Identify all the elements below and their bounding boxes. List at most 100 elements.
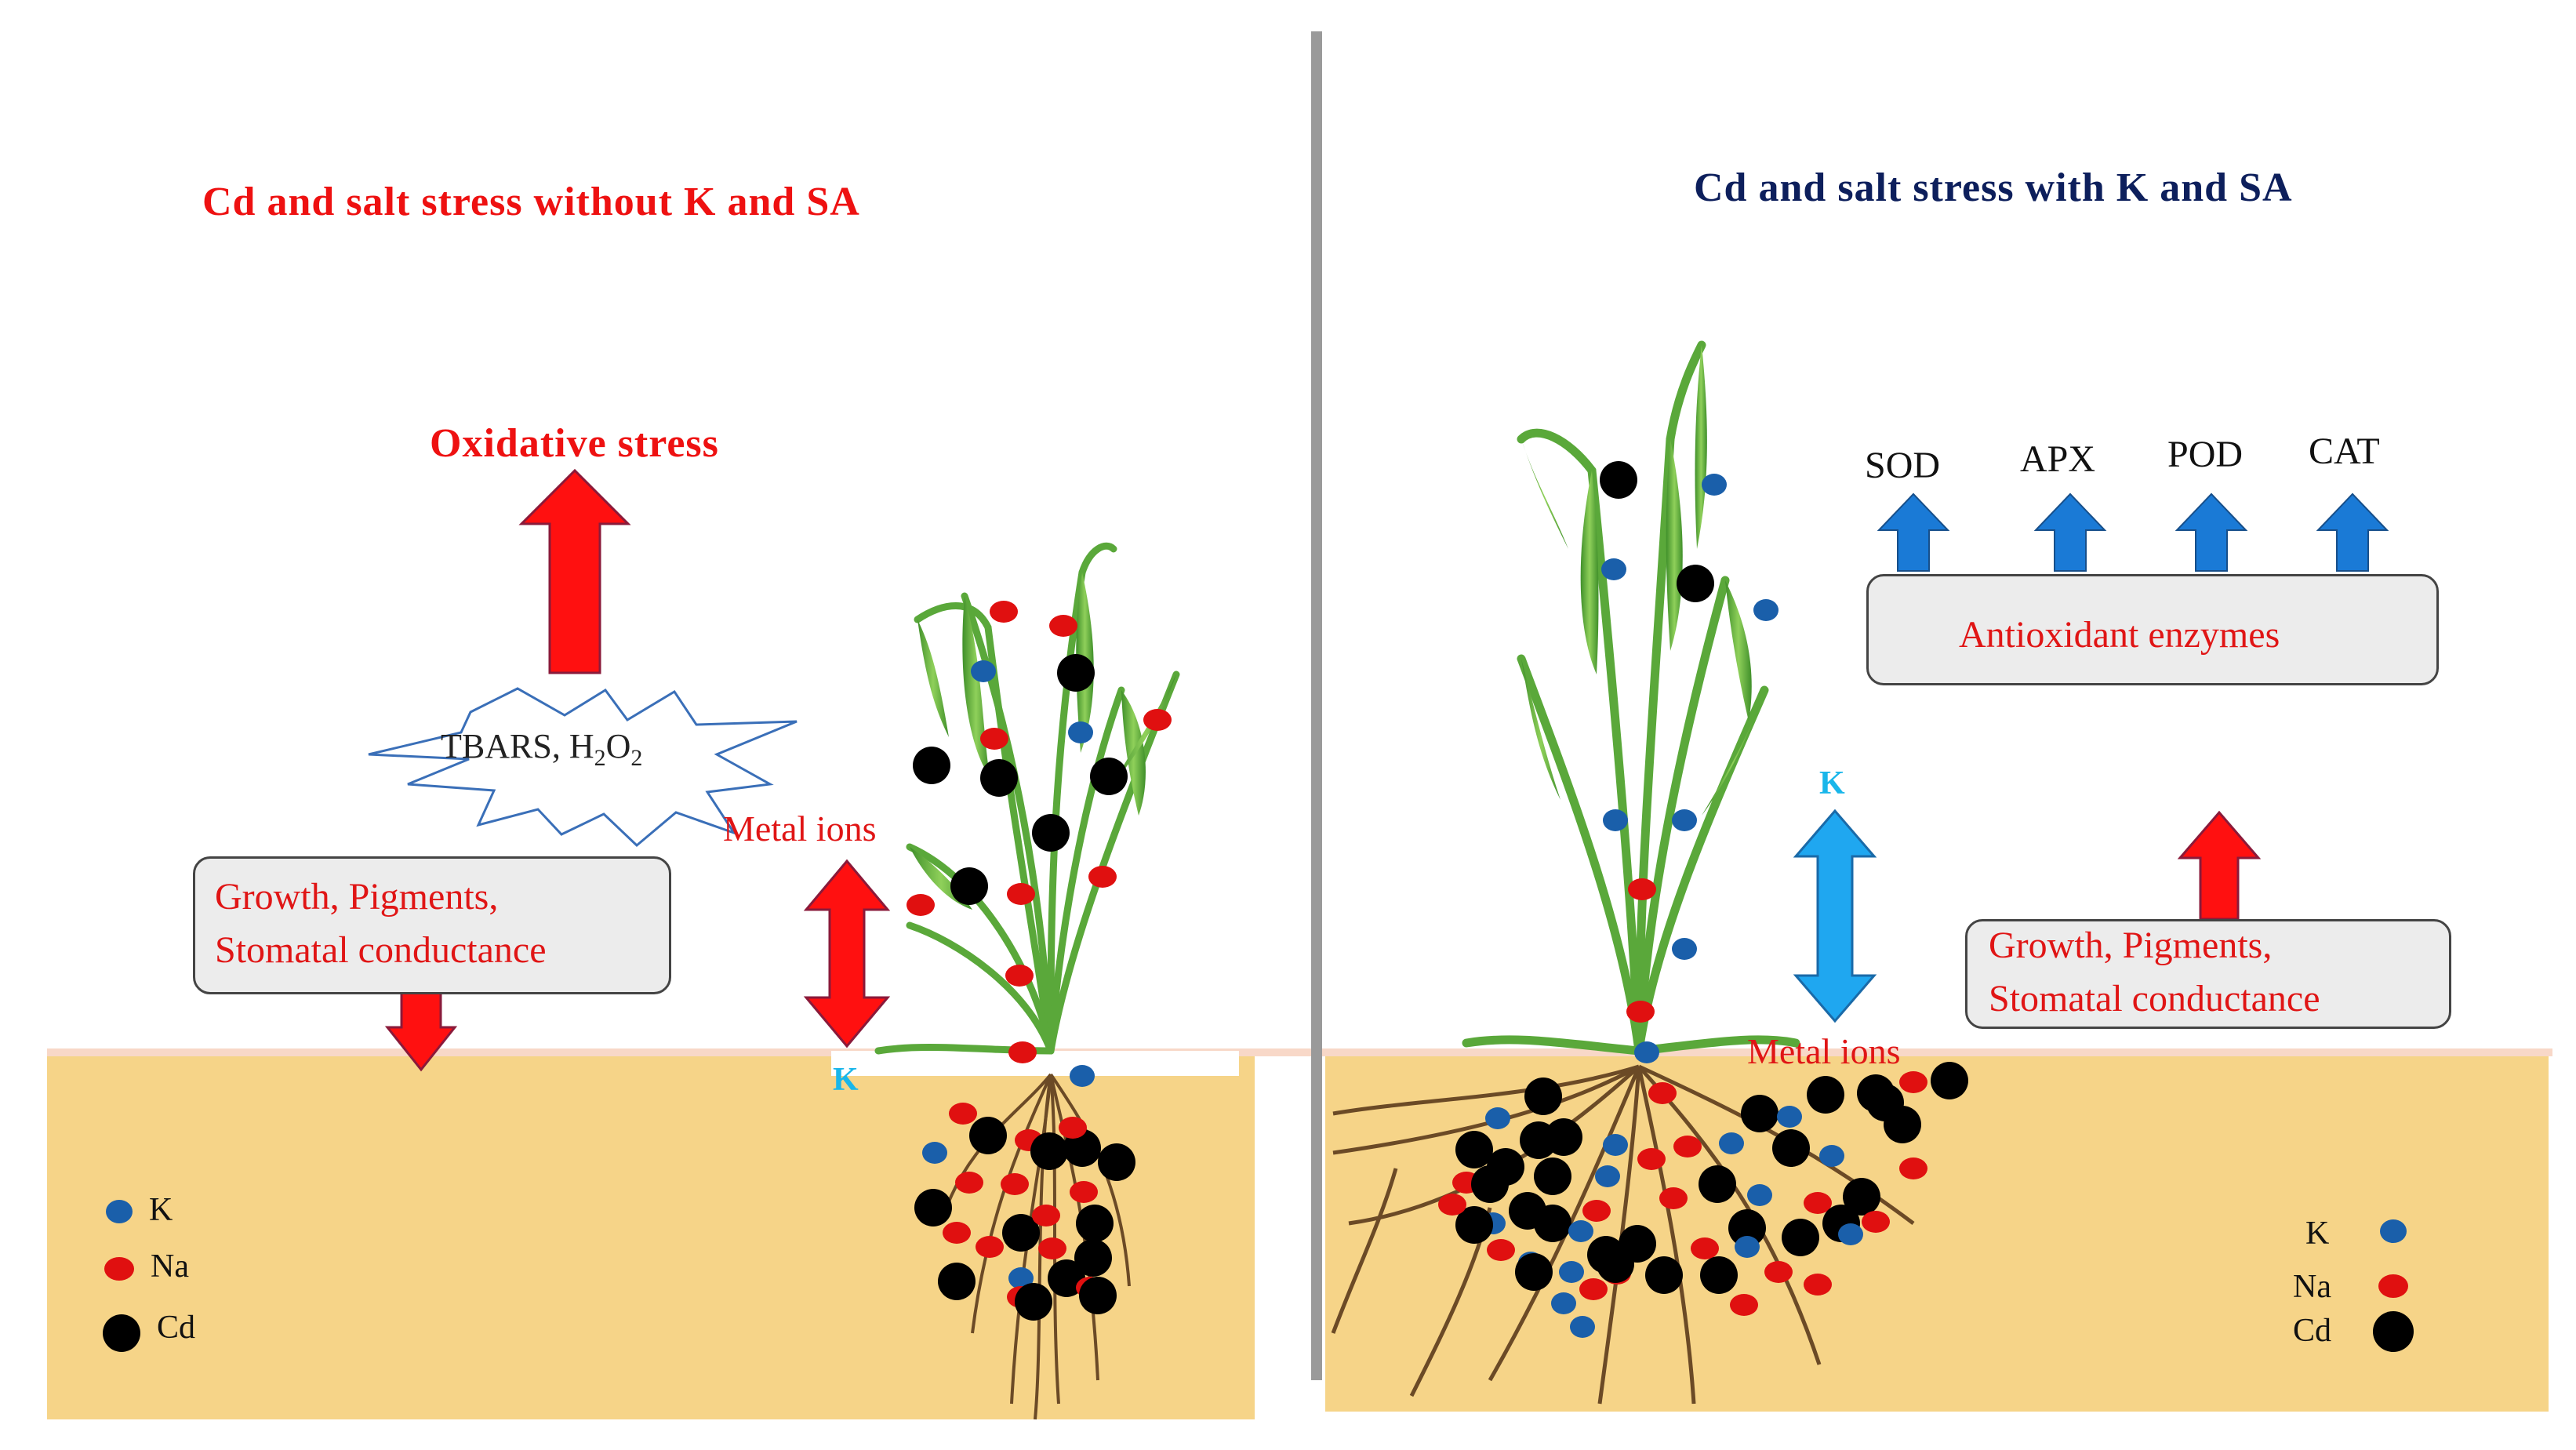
cd-ion-dot xyxy=(1079,1277,1117,1314)
sod-arrow xyxy=(1879,494,1948,571)
oxidative-stress-arrow xyxy=(521,471,628,673)
enzyme-apx: APX xyxy=(2020,441,2095,478)
na-ion-dot xyxy=(1005,965,1034,987)
antioxidant-box-text: Antioxidant enzymes xyxy=(1959,609,2280,662)
na-ion-dot xyxy=(1659,1187,1688,1209)
cd-ion-dot xyxy=(1866,1084,1904,1121)
legend-k-dot-right xyxy=(2380,1219,2407,1243)
k-ion-dot xyxy=(1070,1065,1095,1087)
na-ion-dot xyxy=(907,894,935,916)
k-ion-dot xyxy=(1819,1145,1844,1167)
cd-ion-dot xyxy=(1545,1118,1582,1156)
cd-ion-dot xyxy=(1600,461,1637,499)
na-ion-dot xyxy=(1001,1173,1029,1195)
k-ion-dot xyxy=(922,1142,947,1164)
cd-ion-dot xyxy=(1515,1253,1553,1291)
legend-k-dot-left xyxy=(106,1200,133,1223)
cd-ion-dot xyxy=(1772,1129,1810,1167)
cd-ion-dot xyxy=(1076,1205,1114,1242)
legend-cd-label-left: Cd xyxy=(157,1311,195,1344)
na-ion-dot xyxy=(1673,1136,1702,1157)
k-label-right: K xyxy=(1819,767,1845,800)
na-ion-dot xyxy=(1059,1117,1087,1139)
k-ion-dot xyxy=(1601,558,1626,580)
na-ion-dot xyxy=(943,1222,971,1244)
k-ion-dot xyxy=(1719,1132,1744,1154)
growth-box-right-line1: Growth, Pigments, xyxy=(1989,919,2320,972)
na-ion-dot xyxy=(1804,1274,1832,1296)
k-ion-dot xyxy=(1777,1106,1802,1128)
na-ion-dot xyxy=(1070,1181,1098,1203)
pod-arrow xyxy=(2177,494,2246,571)
na-ion-dot xyxy=(1691,1237,1719,1259)
na-ion-dot xyxy=(1007,883,1035,905)
na-ion-dot xyxy=(1143,709,1172,731)
legend-na-dot-left xyxy=(104,1257,134,1281)
growth-box-left-text: Growth, Pigments, Stomatal conductance xyxy=(215,870,547,977)
cd-ion-dot xyxy=(980,759,1018,797)
na-ion-dot xyxy=(1764,1261,1793,1283)
cd-ion-dot xyxy=(1015,1283,1052,1321)
cd-ion-dot xyxy=(1741,1095,1778,1132)
k-arrow-right xyxy=(1796,811,1874,1021)
na-ion-dot xyxy=(1487,1239,1515,1261)
metal-ions-label-right: Metal ions xyxy=(1747,1034,1900,1070)
metal-ions-label-left: Metal ions xyxy=(723,811,876,847)
k-ion-dot xyxy=(1672,938,1697,960)
oxidative-stress-label: Oxidative stress xyxy=(430,423,719,464)
cd-ion-dot xyxy=(1030,1132,1068,1170)
na-ion-dot xyxy=(1626,1001,1655,1023)
na-ion-dot xyxy=(1032,1205,1060,1227)
right-panel-title: Cd and salt stress with K and SA xyxy=(1694,168,2293,209)
growth-up-arrow-right xyxy=(2180,812,2258,919)
k-ion-dot xyxy=(1838,1223,1863,1245)
soil-right xyxy=(1325,1055,2549,1412)
na-ion-dot xyxy=(980,728,1008,750)
cd-ion-dot xyxy=(1487,1148,1524,1186)
k-ion-dot xyxy=(1551,1292,1576,1314)
na-ion-dot xyxy=(1899,1157,1927,1179)
na-ion-dot xyxy=(1038,1237,1066,1259)
cd-ion-dot xyxy=(914,1189,952,1227)
cd-ion-dot xyxy=(1782,1219,1819,1256)
tbars-label: TBARS, H2O2 xyxy=(441,729,642,770)
growth-box-left-line1: Growth, Pigments, xyxy=(215,870,547,924)
na-ion-dot xyxy=(1579,1278,1608,1300)
na-ion-dot xyxy=(1862,1211,1890,1233)
cd-ion-dot xyxy=(1524,1078,1562,1115)
legend-na-dot-right xyxy=(2378,1274,2408,1298)
k-ion-dot xyxy=(1672,809,1697,831)
cd-ion-dot xyxy=(1597,1245,1634,1283)
na-ion-dot xyxy=(1582,1200,1611,1222)
growth-box-right-text: Growth, Pigments, Stomatal conductance xyxy=(1989,919,2320,1026)
k-ion-dot xyxy=(1559,1261,1584,1283)
na-ion-dot xyxy=(949,1103,977,1125)
k-ion-dot xyxy=(1747,1184,1772,1206)
cd-ion-dot xyxy=(1057,654,1095,692)
enzyme-pod: POD xyxy=(2167,436,2243,474)
k-ion-dot xyxy=(1568,1220,1593,1242)
na-ion-dot xyxy=(1730,1294,1758,1316)
k-ion-dot xyxy=(1068,721,1093,743)
na-ion-dot xyxy=(990,601,1018,623)
k-ion-dot xyxy=(1634,1041,1659,1063)
k-ion-dot xyxy=(1595,1165,1620,1187)
cd-ion-dot xyxy=(1032,814,1070,852)
cd-ion-dot xyxy=(950,867,988,905)
cd-ion-dot xyxy=(1807,1076,1844,1114)
panel-divider xyxy=(1311,31,1322,1380)
k-ion-dot xyxy=(1603,1134,1628,1156)
growth-box-right-line2: Stomatal conductance xyxy=(1989,972,2320,1026)
cd-ion-dot xyxy=(1534,1157,1571,1195)
na-ion-dot xyxy=(1637,1148,1666,1170)
na-ion-dot xyxy=(1008,1041,1037,1063)
legend-cd-dot-left xyxy=(103,1314,140,1352)
k-ion-dot xyxy=(971,660,996,682)
k-ion-dot xyxy=(1485,1107,1510,1129)
legend-k-label-left: K xyxy=(149,1194,173,1227)
cd-ion-dot xyxy=(1090,758,1128,795)
na-ion-dot xyxy=(1899,1071,1927,1093)
k-ion-dot xyxy=(1753,599,1778,621)
na-ion-dot xyxy=(1628,878,1656,900)
